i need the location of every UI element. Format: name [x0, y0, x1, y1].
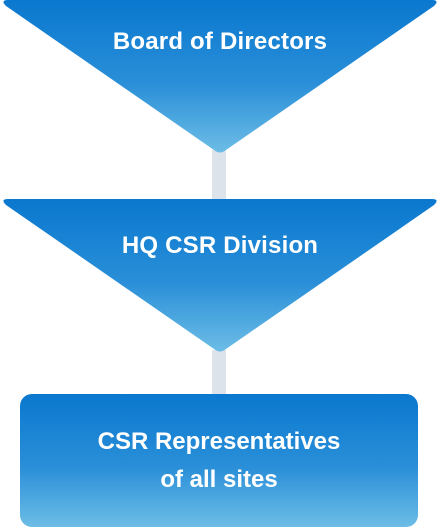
- csr-representatives-box: CSR Representatives of all sites: [20, 394, 418, 527]
- box-label-line-1: CSR Representatives: [97, 427, 341, 455]
- level-label: HQ CSR Division: [121, 232, 319, 259]
- level-label: Board of Directors: [112, 28, 328, 55]
- connector-1: [212, 150, 226, 206]
- connector-2: [212, 350, 226, 398]
- triangle-shape-1: [3, 0, 437, 153]
- box-label-line-2: of all sites: [160, 465, 278, 493]
- level-hq-csr-division: HQ CSR Division: [0, 199, 440, 355]
- triangle-shape-2: [3, 199, 437, 352]
- level-board-of-directors: Board of Directors: [0, 0, 440, 156]
